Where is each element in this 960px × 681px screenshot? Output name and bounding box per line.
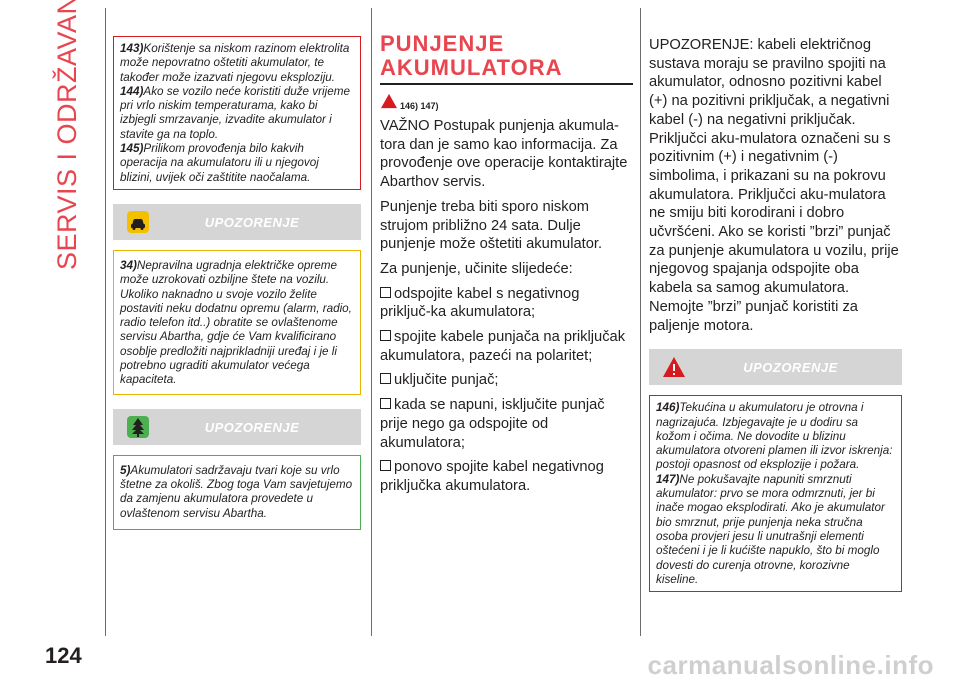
warning-box-environment: 5)Akumulatori sadržavaju tvari koje su v… [113,454,361,530]
note-item: 143)Korištenje sa niskom razinom elektro… [120,42,350,84]
column-divider [105,8,106,636]
warning-box-acid: 146)Tekućina u akumulatoru je otrovna i … [649,395,902,593]
note-item: 144)Ako se vozilo neće koristiti duže vr… [120,84,350,141]
column-2: PUNJENJE AKUMULATORA 146) 147) VAŽNO Pos… [380,32,633,502]
watermark: carmanualsonline.info [647,650,934,680]
checkbox-bullet-icon [380,398,391,410]
note-item: 145)Prilikom provođenja bilo kakvih oper… [120,142,319,184]
paragraph: Punjenje treba biti sporo niskom strujom… [380,198,603,253]
section-heading: PUNJENJE AKUMULATORA [380,31,563,80]
checkbox-bullet-icon [380,373,391,385]
list-item: uključite punjač; [380,371,633,390]
page-number: 124 [45,643,82,668]
list-item: odspojite kabel s negativnog priključ-ka… [380,285,580,321]
list-item: spojite kabele punjača na priključak aku… [380,329,626,364]
body-text: UPOZORENJE: kabeli električnog sustava m… [649,36,902,335]
note-box-batteries: 143)Korištenje sa niskom razinom elektro… [113,36,361,190]
list-item: kada se napuni, isključite punjač prije … [380,397,605,451]
refs-line: 146) 147) [380,93,633,113]
car-warning-icon [127,210,149,233]
warning-header-3: UPOZORENJE [649,349,902,386]
column-3: UPOZORENJE: kabeli električnog sustava m… [649,36,902,593]
warning-header-1: UPOZORENJE [113,203,361,240]
danger-warning-icon [663,357,685,378]
warning-label: UPOZORENJE [204,214,300,230]
column-1: 143)Korištenje sa niskom razinom elektro… [113,36,361,530]
body-text: VAŽNO Postupak punjenja akumula-tora dan… [380,117,633,496]
note-item: 147)Ne pokušavajte napuniti smrznuti aku… [656,472,885,586]
checkbox-bullet-icon [380,460,391,472]
list-item: ponovo spojite kabel negativnog priključ… [380,459,604,494]
warning-label: UPOZORENJE [204,419,300,435]
tree-environment-icon [127,415,149,438]
paragraph: UPOZORENJE: kabeli električnog sustava m… [649,37,899,334]
checkbox-bullet-icon [380,286,391,298]
column-divider [371,8,372,636]
note-item: 146)Tekućina u akumulatoru je otrovna i … [656,401,893,472]
warning-header-2: UPOZORENJE [113,408,361,445]
warning-label: UPOZORENJE [743,360,838,376]
checkbox-bullet-icon [380,330,391,342]
paragraph: Za punjenje, učinite slijedeće: [380,260,573,277]
warning-box-electrical: 34)Nepravilna ugradnja električke opreme… [113,249,361,395]
column-divider [640,8,641,636]
reference-numbers: 146) 147) [400,101,439,111]
heading-rule [380,83,633,85]
section-title: SERVIS I ODRŽAVANJE [52,0,82,270]
danger-warning-icon [381,93,397,109]
paragraph: VAŽNO Postupak punjenja akumula-tora dan… [380,118,628,191]
